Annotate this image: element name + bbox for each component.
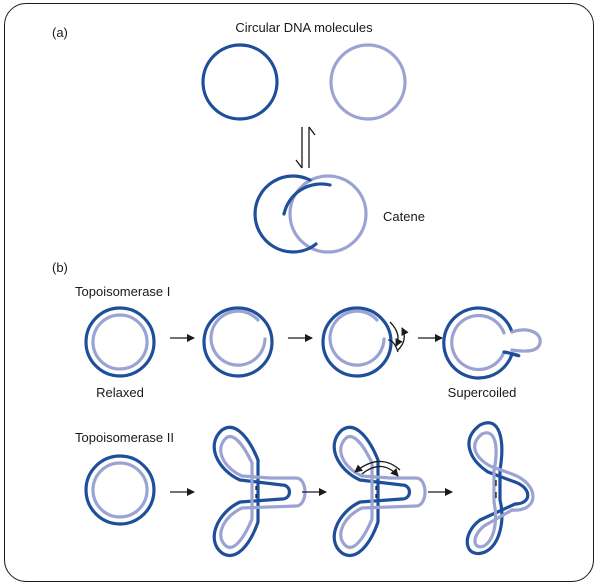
panel-a-title: Circular DNA molecules	[235, 20, 373, 35]
topo1-label: Topoisomerase I	[75, 284, 170, 299]
panel-a-label: (a)	[52, 25, 68, 40]
panel-b-label: (b)	[52, 260, 68, 275]
topo1-relaxed-dna	[84, 306, 156, 378]
dark-circular-dna	[201, 43, 279, 121]
light-circular-dna	[329, 43, 407, 121]
figure-frame	[4, 3, 594, 582]
catene-label: Catene	[383, 209, 425, 224]
relaxed-label: Relaxed	[96, 385, 144, 400]
catene	[253, 174, 368, 254]
equilibrium-arrows	[295, 126, 316, 169]
topo2-folded-dna	[212, 425, 307, 557]
topo2-product-dna	[465, 421, 535, 556]
topo2-relaxed-dna	[84, 454, 156, 526]
topo2-label: Topoisomerase II	[75, 430, 174, 445]
topo1-supercoiled-dna	[442, 306, 542, 380]
topo2-strand-passage-dna	[332, 425, 427, 557]
topo1-strand-passage-dna	[321, 306, 409, 378]
supercoiled-label: Supercoiled	[448, 385, 517, 400]
topo1-nicked-dna	[202, 306, 274, 378]
